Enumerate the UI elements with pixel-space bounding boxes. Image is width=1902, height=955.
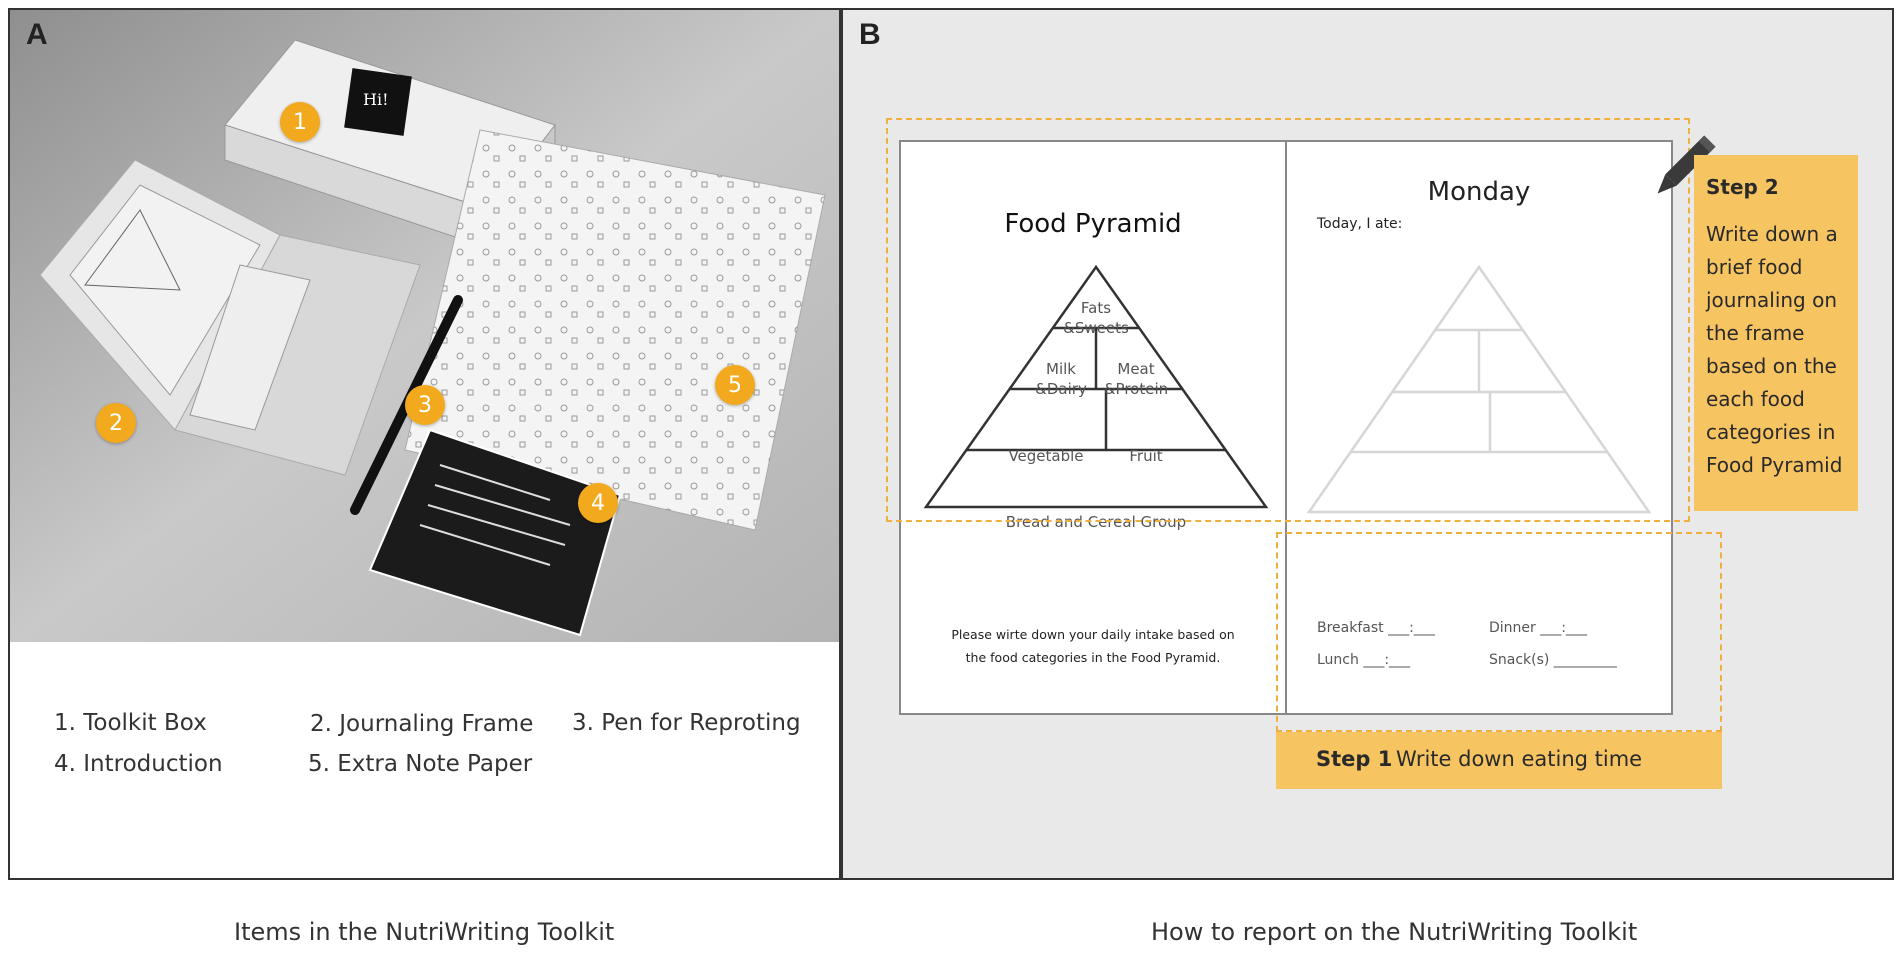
box-logo: Hi! (363, 90, 389, 109)
step1-label: Step 1 (1316, 747, 1393, 771)
pyramid-instruction-2: the food categories in the Food Pyramid. (965, 650, 1221, 665)
step1-highlight (1276, 532, 1722, 732)
item-introduction: 4. Introduction (54, 751, 223, 777)
toolkit-photo: Hi! 1 2 3 4 5 (10, 10, 839, 642)
step2-highlight (886, 118, 1690, 522)
step2-line-6: each food (1706, 387, 1805, 411)
item-toolkit-box: 1. Toolkit Box (54, 710, 207, 736)
journal-pyramid-outline (1306, 264, 1652, 514)
item-pen: 3. Pen for Reproting (572, 710, 801, 736)
dinner-field: Dinner ___:___ (1489, 620, 1587, 636)
pencil-icon (1657, 135, 1716, 194)
panel-a: Hi! 1 2 3 4 5 A 1. Toolkit Box 2. Journa… (8, 8, 841, 880)
panel-b: B Food Pyramid Fats &Sweets Milk &Dairy … (841, 8, 1894, 880)
step2-line-3: journaling on (1706, 288, 1838, 312)
panel-b-letter: B (859, 18, 881, 51)
step1-box: Step 1 Write down eating time (1276, 732, 1722, 789)
step2-box: Step 2 Write down a brief food journalin… (1694, 155, 1858, 511)
journal-day: Monday (1427, 177, 1531, 207)
caption-b: How to report on the NutriWriting Toolki… (1151, 918, 1638, 946)
caption-a: Items in the NutriWriting Toolkit (234, 918, 615, 946)
journal-today-label: Today, I ate: (1317, 216, 1403, 232)
step2-line-7: categories in (1706, 420, 1836, 444)
toolkit-photo-illustration (10, 10, 839, 642)
step2-label: Step 2 (1706, 175, 1779, 199)
item-note-paper: 5. Extra Note Paper (308, 751, 533, 777)
pyramid-instruction-1: Please wirte down your daily intake base… (951, 627, 1235, 642)
tier-milk-dairy: Milk &Dairy (1035, 360, 1087, 398)
food-pyramid-sheet: Food Pyramid Fats &Sweets Milk &Dairy Me… (899, 140, 1287, 715)
food-pyramid-diagram (923, 264, 1269, 509)
step2-line-1: Write down a (1706, 222, 1838, 246)
breakfast-field: Breakfast ___:___ (1317, 620, 1435, 636)
badge-3: 3 (405, 385, 445, 425)
badge-2: 2 (96, 403, 136, 443)
badge-4: 4 (578, 483, 618, 523)
item-journaling-frame: 2. Journaling Frame (310, 711, 534, 737)
tier-vegetable: Vegetable (1008, 447, 1084, 465)
journal-sheet: Monday Today, I ate: Breakfast ___:___ D… (1285, 140, 1673, 715)
tier-fats-sweets: Fats &Sweets (1063, 299, 1129, 337)
food-pyramid-title: Food Pyramid (1004, 209, 1182, 239)
tier-meat-protein: Meat &Protein (1103, 360, 1169, 398)
step1-text: Write down eating time (1396, 747, 1643, 771)
step2-line-2: brief food (1706, 255, 1803, 279)
badge-1: 1 (280, 102, 320, 142)
tier-fruit: Fruit (1129, 447, 1163, 465)
step2-line-4: the frame (1706, 321, 1805, 345)
lunch-field: Lunch ___:___ (1317, 652, 1411, 668)
step2-line-8: Food Pyramid (1706, 453, 1843, 477)
snack-field: Snack(s) _________ (1489, 652, 1617, 668)
badge-5: 5 (715, 365, 755, 405)
step2-line-5: based on the (1706, 354, 1837, 378)
panel-a-letter: A (26, 18, 48, 51)
tier-bread-cereal: Bread and Cereal Group (1005, 513, 1187, 531)
